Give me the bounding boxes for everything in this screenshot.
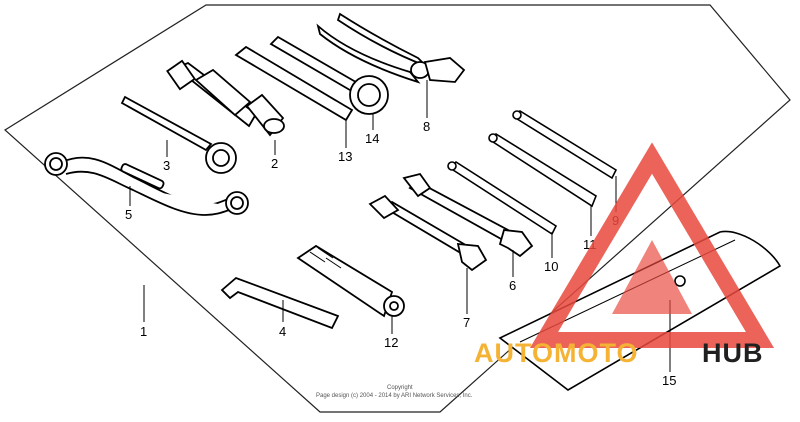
watermark-text-hub: HUB: [702, 338, 764, 368]
callout-3: 3: [163, 158, 170, 173]
kit-outline: [4, 4, 791, 413]
ring-wrench: [120, 95, 237, 174]
copyright-line-2: Page design (c) 2004 - 2014 by ARI Netwo…: [316, 393, 473, 399]
callout-13: 13: [338, 149, 352, 164]
callout-14: 14: [365, 131, 379, 146]
pliers: [316, 12, 466, 84]
offset-ring-wrench: [44, 152, 249, 216]
watermark-text-automoto: AUTOMOTO: [474, 338, 639, 368]
open-end-wrench-large: [402, 172, 534, 258]
box-socket-wrench: [166, 59, 285, 137]
screwdriver-grip: [296, 244, 405, 318]
flat-ring-wrench: [269, 35, 389, 115]
screwdriver-shaft: [447, 160, 558, 236]
callout-15: 15: [662, 373, 676, 388]
watermark-logo: [529, 142, 775, 348]
callout-6: 6: [509, 278, 516, 293]
screwdriver-blade: [234, 45, 354, 122]
callout-5: 5: [125, 207, 132, 222]
watermark-triangle-outer: [529, 142, 775, 348]
callout-10: 10: [544, 259, 558, 274]
callout-1: 1: [140, 324, 147, 339]
copyright-line-1: Copyright: [387, 385, 413, 391]
callout-2: 2: [271, 156, 278, 171]
screwdriver-shaft-3: [512, 109, 618, 180]
callout-4: 4: [279, 324, 286, 339]
open-end-wrench-small: [368, 194, 488, 272]
callout-12: 12: [384, 335, 398, 350]
callout-8: 8: [423, 119, 430, 134]
screwdriver-shaft-2: [488, 132, 597, 208]
watermark-triangle-inner: [612, 240, 692, 314]
hex-key: [220, 276, 340, 330]
callout-7: 7: [463, 315, 470, 330]
